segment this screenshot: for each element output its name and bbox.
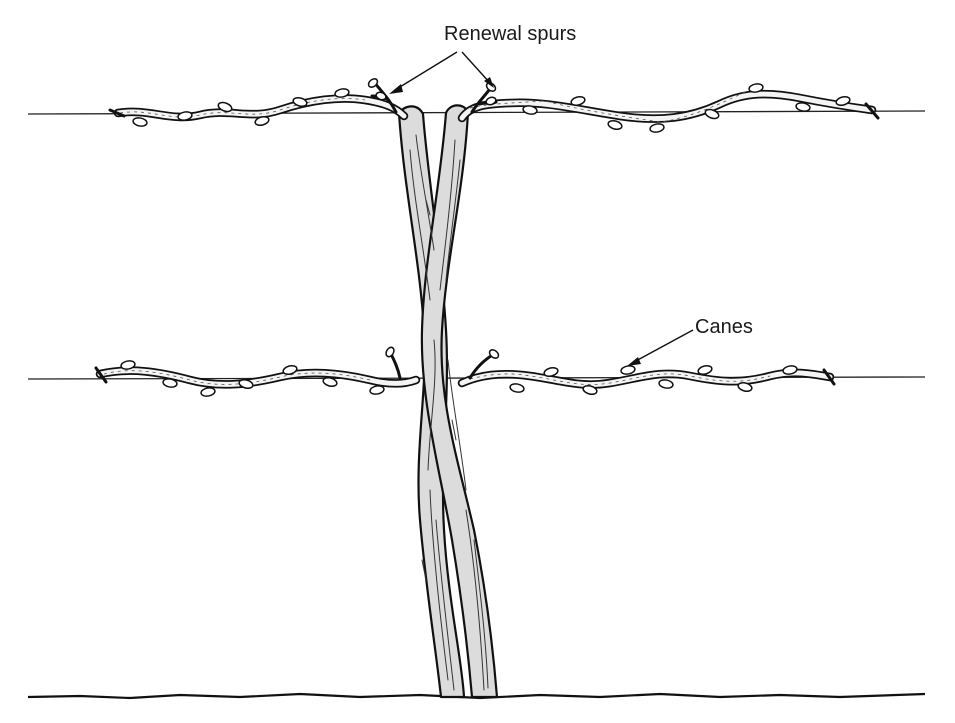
label-canes: Canes xyxy=(695,316,753,338)
cane-top-left xyxy=(108,88,409,127)
arrow-canes xyxy=(627,329,694,366)
renewal-spur-left xyxy=(367,78,398,114)
cane-top-right xyxy=(457,83,880,133)
renewal-spur-right xyxy=(470,82,498,114)
label-renewal-spurs: Renewal spurs xyxy=(444,23,576,45)
trunk-bark-texture xyxy=(409,134,489,691)
trunk-right-stem xyxy=(420,104,499,699)
cane-bottom-right xyxy=(457,349,836,396)
cane-bottom-left xyxy=(94,346,421,397)
arrow-renewal-spurs xyxy=(389,51,494,94)
